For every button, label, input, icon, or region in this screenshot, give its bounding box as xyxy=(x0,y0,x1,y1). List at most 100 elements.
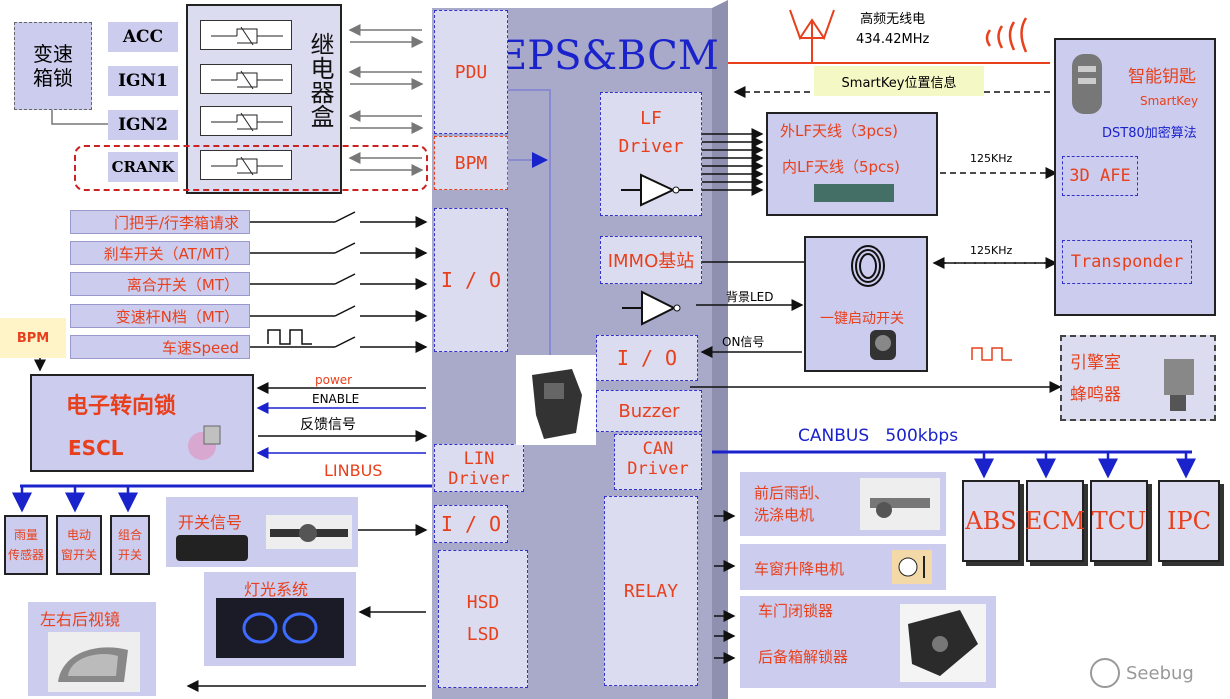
switch-signal-box: 开关信号 xyxy=(166,497,358,567)
switch-clutch: 离合开关（MT） xyxy=(70,272,250,296)
acc-input: ACC xyxy=(108,22,178,52)
transmission-lock-box: 变速箱锁 xyxy=(14,22,92,110)
peps-connector-image xyxy=(516,355,596,445)
transponder-module: Transponder xyxy=(1062,240,1192,284)
rf-label-line2: 434.42MHz xyxy=(856,32,930,47)
escl-title: 电子转向锁 xyxy=(66,394,177,419)
lf-driver-module: LF Driver xyxy=(600,92,702,216)
relay-box-label: 继电器盒 xyxy=(306,32,334,128)
immo-module: IMMO基站 xyxy=(600,236,702,284)
wiper-label: 前后雨刮、 洗涤电机 xyxy=(754,482,829,526)
led-driver-gate-icon xyxy=(622,290,681,326)
switch-brake: 刹车开关（AT/MT） xyxy=(70,241,250,265)
wiper-motor-image xyxy=(860,478,940,530)
rain-sensor-label-2: 传感器 xyxy=(7,548,44,562)
buffer-gate-icon xyxy=(621,173,693,207)
smartkey-position-info: SmartKey位置信息 xyxy=(814,66,984,96)
escl-abbr: ESCL xyxy=(68,436,124,460)
light-system-box: 灯光系统 xyxy=(204,572,356,666)
can-node-ipc: IPC xyxy=(1158,480,1220,562)
bpm-tag: BPM xyxy=(0,318,66,358)
outer-antenna-label: 外LF天线（3pcs) xyxy=(780,122,898,140)
antenna-image xyxy=(814,184,894,202)
io-right-module: I / O xyxy=(596,335,698,381)
smartkey-title: 智能钥匙 xyxy=(1128,67,1196,87)
watermark-label: Seebug xyxy=(1126,662,1194,684)
mirror-image xyxy=(48,632,140,692)
smartkey-fob-icon xyxy=(1070,52,1104,116)
can-driver-label-1: CAN xyxy=(642,439,674,459)
lin-driver-module: LIN Driver xyxy=(434,444,524,492)
lf-driver-label-2: Driver xyxy=(618,136,684,157)
relay-ign2-icon xyxy=(200,106,292,136)
window-switch-image xyxy=(176,535,248,561)
rain-sensor-node: 雨量 传感器 xyxy=(4,515,48,575)
relay-crank-icon xyxy=(200,150,292,180)
relay-module: RELAY xyxy=(604,496,698,686)
on-signal-label: ON信号 xyxy=(722,335,765,349)
engine-buzzer-label: 引擎室 蜂鸣器 xyxy=(1070,347,1121,411)
freq-label-transponder: 125KHz xyxy=(970,244,1013,257)
lin-driver-label-2: Driver xyxy=(448,469,510,489)
switch-door-trunk: 门把手/行李箱请求 xyxy=(70,210,250,234)
start-button-image xyxy=(868,328,898,362)
io-bottom-module: I / O xyxy=(434,505,508,543)
transmission-lock-label: 变速箱锁 xyxy=(33,42,73,90)
combo-switch-label-1: 组合 xyxy=(117,528,142,542)
switch-vehicle-speed: 车速Speed xyxy=(70,335,250,359)
hsd-label: HSD xyxy=(466,592,500,613)
engine-buzzer-label-1: 引擎室 xyxy=(1070,353,1121,373)
can-node-abs: ABS xyxy=(962,480,1020,562)
page-title: PEPS&BCM xyxy=(471,33,719,79)
smartkey-subtitle: SmartKey xyxy=(1140,94,1199,108)
rf-label: 高频无线电 434.42MHz xyxy=(856,10,929,50)
relay-acc-icon xyxy=(200,20,292,50)
dst80-label: DST80加密算法 xyxy=(1102,126,1197,141)
lsd-label: LSD xyxy=(466,624,500,645)
rain-sensor-label-1: 雨量 xyxy=(13,528,38,542)
backlight-led-label: 背景LED xyxy=(726,290,774,304)
lock-box: 车门闭锁器 后备箱解锁器 xyxy=(740,596,996,688)
smartkey-box: 智能钥匙 SmartKey DST80加密算法 3D AFE Transpond… xyxy=(1054,38,1216,316)
crank-highlight xyxy=(74,145,428,191)
lin-driver-label-1: LIN xyxy=(463,449,495,469)
combo-switch-node: 组合 开关 xyxy=(110,515,150,575)
escl-power-signal: power xyxy=(315,373,353,387)
switch-signal-label: 开关信号 xyxy=(178,513,243,532)
switch-gear-neutral: 变速杆N档（MT） xyxy=(70,304,250,328)
lf-driver-label-1: LF xyxy=(640,108,662,129)
watermark: Seebug xyxy=(1090,656,1220,690)
mirror-box: 左右后视镜 xyxy=(28,602,156,696)
engine-buzzer-box: 引擎室 蜂鸣器 xyxy=(1060,335,1216,421)
buzzer-module: Buzzer xyxy=(596,390,702,432)
window-switch-label-2: 窗开关 xyxy=(60,548,97,562)
lock-actuator-image xyxy=(900,604,986,682)
lf-antenna-box: 外LF天线（3pcs) 内LF天线（5pcs) xyxy=(766,112,938,216)
canbus-label: CANBUS 500kbps xyxy=(798,426,959,446)
motor-icon xyxy=(892,550,932,584)
mirror-label: 左右后视镜 xyxy=(40,610,121,629)
crank-input: CRANK xyxy=(108,152,178,182)
inner-antenna-label: 内LF天线（5pcs) xyxy=(782,158,900,176)
relay-ign1-icon xyxy=(200,64,292,94)
can-driver-label-2: Driver xyxy=(627,459,689,479)
escl-enable-signal: ENABLE xyxy=(312,392,360,406)
rf-label-line1: 高频无线电 xyxy=(860,12,926,27)
start-switch-label: 一键启动开关 xyxy=(820,311,904,327)
window-switch-label-1: 电动 xyxy=(66,528,91,542)
seebug-logo-icon xyxy=(1090,658,1120,688)
trunk-lock-label: 后备箱解锁器 xyxy=(758,648,849,666)
escl-feedback-signal: 反馈信号 xyxy=(300,417,356,433)
freq-label-afe: 125KHz xyxy=(970,152,1013,165)
coil-icon xyxy=(850,244,886,288)
window-switch-node: 电动 窗开关 xyxy=(56,515,102,575)
ign2-input: IGN2 xyxy=(108,110,178,140)
relay-box: 继电器盒 xyxy=(186,4,342,194)
wiper-box: 前后雨刮、 洗涤电机 xyxy=(740,472,946,536)
combo-switch-label-2: 开关 xyxy=(117,548,142,562)
escl-device-icon xyxy=(182,420,226,464)
door-lock-label: 车门闭锁器 xyxy=(758,602,834,620)
escl-box: 电子转向锁 ESCL xyxy=(30,374,254,472)
pdu-module: PDU xyxy=(434,10,508,134)
ign1-input: IGN1 xyxy=(108,66,178,96)
